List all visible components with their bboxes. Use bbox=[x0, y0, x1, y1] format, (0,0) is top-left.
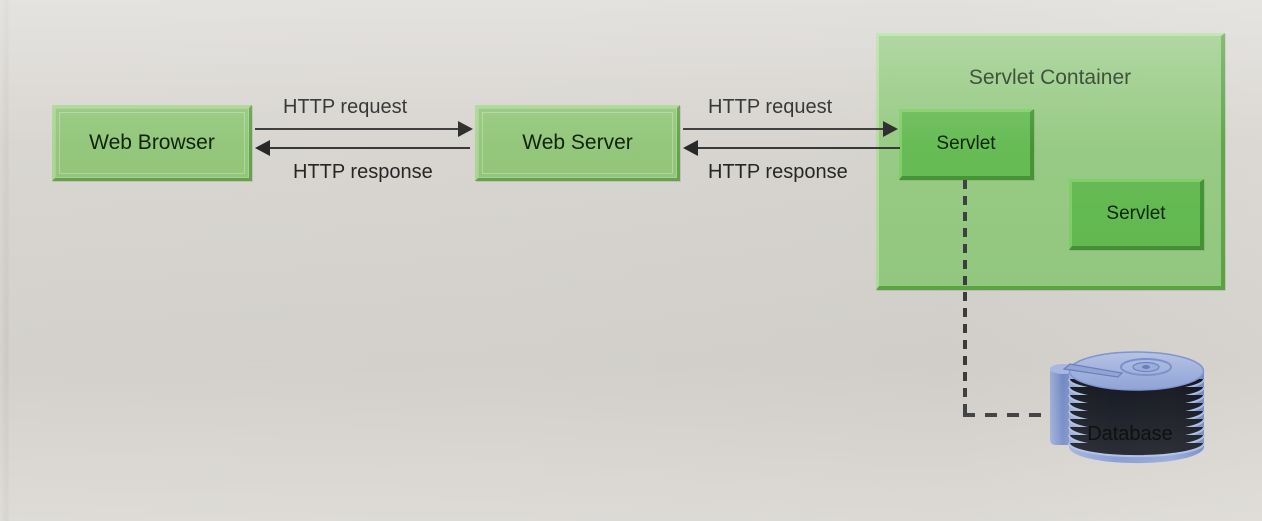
label-http-request-browser-server: HTTP request bbox=[283, 96, 408, 118]
arrow-server-to-servlet-line bbox=[683, 128, 885, 130]
arrow-servlet-to-server-line bbox=[698, 147, 900, 149]
node-servlet-container[interactable]: Servlet Container Servlet Servlet bbox=[876, 33, 1225, 290]
label-http-response-server-browser: HTTP response bbox=[293, 161, 433, 183]
node-web-server-label: Web Server bbox=[522, 131, 633, 154]
node-web-browser[interactable]: Web Browser bbox=[52, 105, 252, 181]
connector-servlet-database-horizontal bbox=[963, 413, 1051, 417]
node-servlet-two-label: Servlet bbox=[1106, 203, 1166, 224]
node-web-server[interactable]: Web Server bbox=[475, 105, 680, 181]
arrow-browser-to-server-line bbox=[255, 128, 460, 130]
arrow-right-icon bbox=[883, 121, 898, 137]
database-disk-stack-icon[interactable]: Database bbox=[1040, 345, 1220, 480]
arrow-left-icon bbox=[683, 140, 698, 156]
node-web-browser-label: Web Browser bbox=[89, 131, 215, 154]
arrow-right-icon bbox=[458, 121, 473, 137]
node-servlet-one-label: Servlet bbox=[936, 133, 996, 154]
arrow-left-icon bbox=[255, 140, 270, 156]
node-servlet-one[interactable]: Servlet bbox=[899, 109, 1034, 180]
node-servlet-container-label: Servlet Container bbox=[968, 66, 1132, 89]
label-http-request-server-servlet: HTTP request bbox=[708, 96, 833, 118]
connector-servlet-database-vertical bbox=[963, 180, 967, 417]
node-servlet-two[interactable]: Servlet bbox=[1069, 179, 1204, 250]
label-http-response-servlet-server: HTTP response bbox=[708, 161, 848, 183]
arrow-server-to-browser-line bbox=[270, 147, 470, 149]
